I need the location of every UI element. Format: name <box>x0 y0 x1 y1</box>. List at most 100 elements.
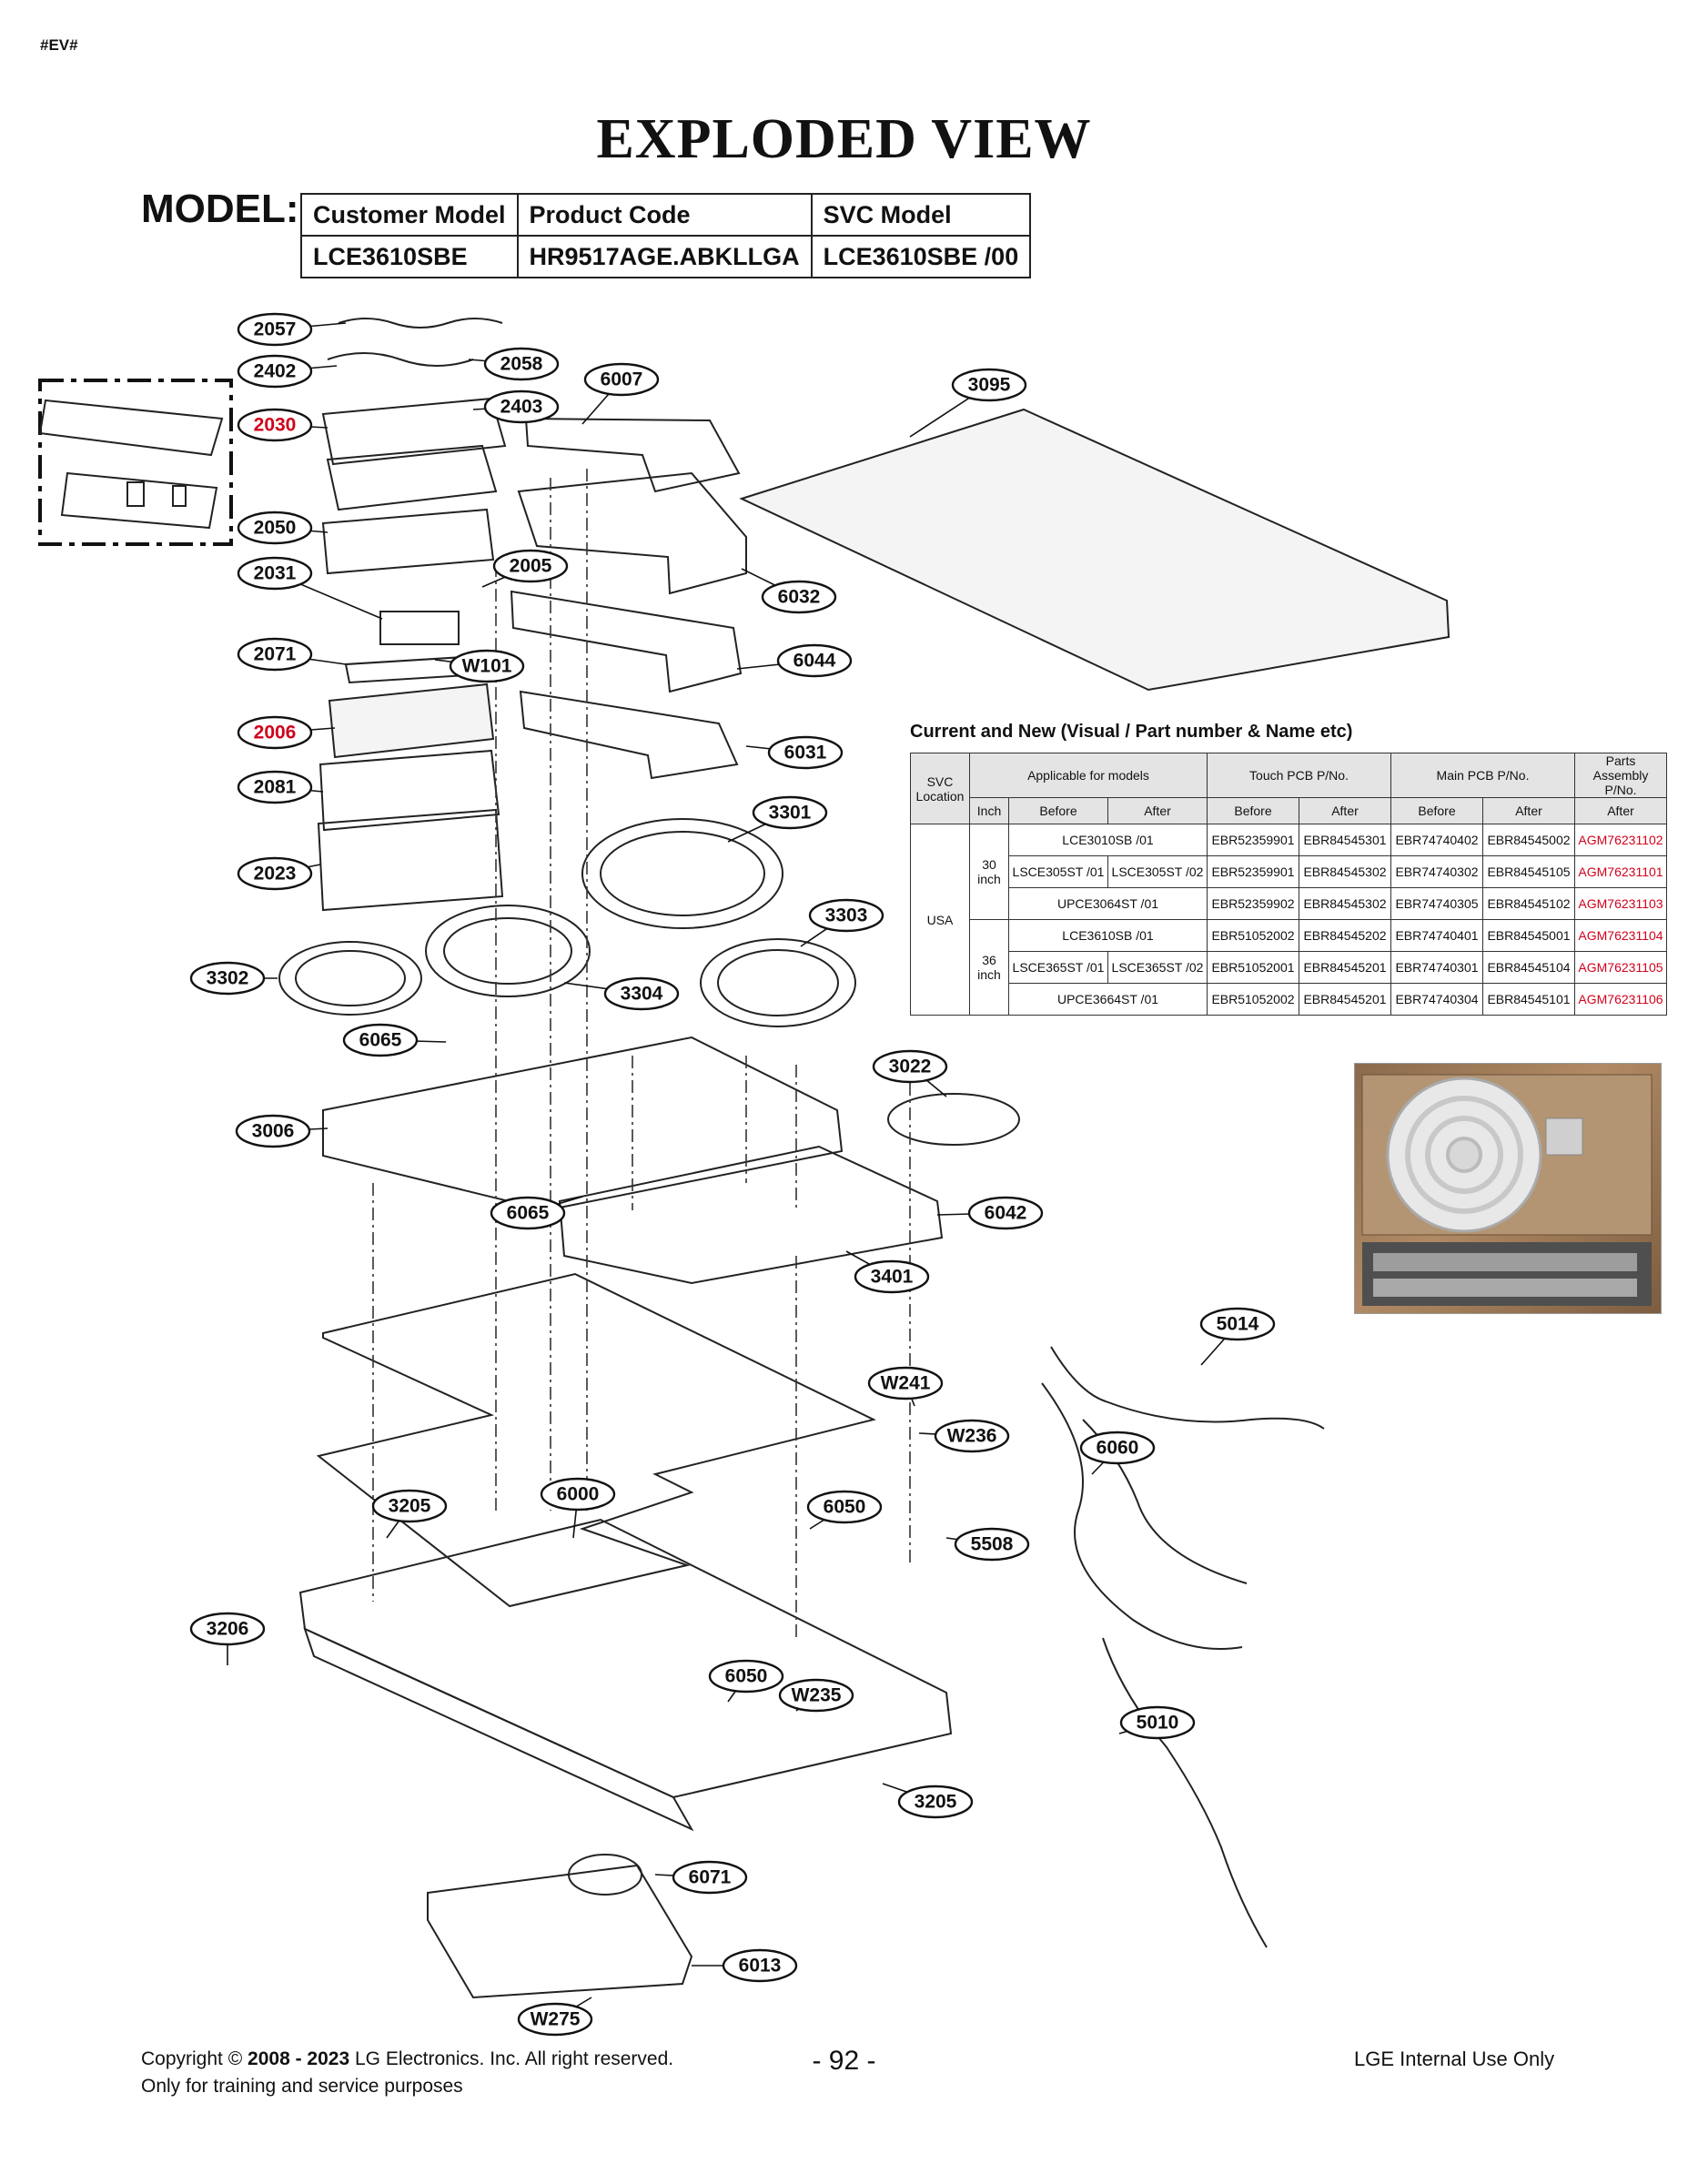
seal-2402-part <box>327 352 474 367</box>
col-svc-location: SVC Location <box>910 753 970 824</box>
heatsink-2081-part <box>318 749 500 832</box>
callout-6060: 6060 <box>1079 1431 1156 1465</box>
callout-label: 2031 <box>254 563 297 584</box>
table-cell: LCE3610SB /01 <box>1008 919 1208 952</box>
capacitor-part <box>172 485 187 507</box>
callout-label: 2081 <box>254 777 297 798</box>
col-assembly-after: After <box>1574 797 1667 824</box>
harness-5014-part <box>1041 1346 1325 1650</box>
table-cell: UPCE3064ST /01 <box>1008 887 1208 920</box>
col-app-after: After <box>1107 797 1208 824</box>
callout-2050: 2050 <box>237 511 313 545</box>
burner-3301-coil <box>600 831 765 916</box>
power-cord-5010-part <box>1102 1637 1268 1948</box>
callout-6032: 6032 <box>761 580 837 614</box>
callout-6000: 6000 <box>540 1477 616 1512</box>
callout-bubble <box>1199 1307 1276 1341</box>
callout-bubble <box>237 770 313 804</box>
table-cell: LSCE365ST /01 <box>1008 951 1108 984</box>
table-cell: EBR84545202 <box>1299 919 1391 952</box>
callout-bubble <box>237 354 313 389</box>
callout-6007: 6007 <box>583 362 660 397</box>
relay-part <box>126 481 145 507</box>
callout-6065: 6065 <box>342 1023 419 1057</box>
callout-bubble <box>967 1196 1044 1230</box>
col-app-before: Before <box>1008 797 1108 824</box>
callout-label: 2006 <box>254 723 297 743</box>
fan-6071-part <box>568 1854 642 1896</box>
callout-bubble <box>342 1023 419 1057</box>
callout-W236: W236 <box>934 1419 1010 1453</box>
table-cell: EBR84545302 <box>1299 887 1391 920</box>
table-cell: EBR84545002 <box>1482 824 1575 856</box>
table-cell: UPCE3664ST /01 <box>1008 983 1208 1016</box>
burner-photo-drawing <box>1361 1074 1653 1306</box>
table-cell: EBR52359901 <box>1207 824 1299 856</box>
model-header-product: Product Code <box>516 193 813 237</box>
pcb-assembly-dashed-box <box>38 379 233 546</box>
callout-3205: 3205 <box>371 1489 448 1523</box>
callout-label: 2050 <box>254 518 297 539</box>
callout-label: 6044 <box>793 651 836 672</box>
callout-label: 6042 <box>985 1203 1027 1224</box>
callout-bubble <box>867 1366 944 1400</box>
col-touch-pcb: Touch PCB P/No. <box>1207 753 1391 798</box>
chassis-front-part <box>303 1627 694 1832</box>
table-cell: EBR74740302 <box>1390 855 1483 888</box>
callout-bubble <box>235 1114 311 1148</box>
page-title: EXPLODED VIEW <box>596 108 1092 170</box>
callout-bubble <box>854 1259 930 1294</box>
callout-2030: 2030 <box>237 408 313 442</box>
callout-label: 3206 <box>207 1619 249 1640</box>
callout-bubble <box>449 649 525 683</box>
footer-internal: LGE Internal Use Only <box>1354 2048 1555 2070</box>
callout-label: 6000 <box>557 1484 600 1505</box>
trim-6007-part <box>524 417 741 493</box>
callout-bubble <box>778 1678 854 1713</box>
callout-label: 2402 <box>254 361 297 382</box>
callout-bubble <box>189 961 266 996</box>
inch-cell-36: 36 inch <box>969 919 1009 1016</box>
col-main-pcb: Main PCB P/No. <box>1390 753 1575 798</box>
callout-bubble <box>483 389 560 424</box>
document-tag: #EV# <box>40 36 78 54</box>
callout-2006: 2006 <box>237 715 313 750</box>
callout-2057: 2057 <box>237 312 313 347</box>
callout-label: 3006 <box>252 1121 295 1142</box>
callout-2005: 2005 <box>492 549 569 583</box>
model-header-customer: Customer Model <box>300 193 519 237</box>
table-cell: EBR74740402 <box>1390 824 1483 856</box>
callout-6071: 6071 <box>672 1860 748 1895</box>
guide-lines <box>495 469 588 1511</box>
callout-bubble <box>237 511 313 545</box>
pcb-case-2023-part <box>317 808 504 912</box>
footer-copyright: Copyright © 2008 - 2023 LG Electronics. … <box>141 2046 673 2101</box>
burner-3301-part <box>581 818 783 929</box>
callout-3006: 3006 <box>235 1114 311 1148</box>
copyright-line: Copyright © 2008 - 2023 LG Electronics. … <box>141 2046 673 2073</box>
callout-3022: 3022 <box>872 1049 948 1084</box>
callout-bubble <box>722 1948 798 1983</box>
callout-2402: 2402 <box>237 354 313 389</box>
table-cell: EBR84545201 <box>1299 951 1391 984</box>
callout-6050: 6050 <box>806 1490 883 1524</box>
callout-bubble <box>490 1196 566 1230</box>
touch-pcb-2403-part <box>326 444 498 511</box>
burner-3303-coil <box>717 949 839 1016</box>
fan-box-6013-part <box>427 1864 693 1999</box>
callout-3206: 3206 <box>189 1612 266 1646</box>
callout-label: W275 <box>531 2009 581 2030</box>
callout-label: 6071 <box>689 1867 732 1888</box>
callout-bubble <box>951 368 1027 402</box>
model-value-svc: LCE3610SBE /00 <box>810 235 1032 278</box>
callout-5010: 5010 <box>1119 1705 1196 1740</box>
callout-label: 5508 <box>971 1534 1014 1555</box>
callout-bubble <box>672 1860 748 1895</box>
callout-bubble <box>237 637 313 672</box>
callout-bubble <box>1119 1705 1196 1740</box>
bracket-6031-part <box>519 690 739 780</box>
callout-bubble <box>603 976 680 1011</box>
callout-6042: 6042 <box>967 1196 1044 1230</box>
table-cell: AGM76231103 <box>1574 887 1667 920</box>
